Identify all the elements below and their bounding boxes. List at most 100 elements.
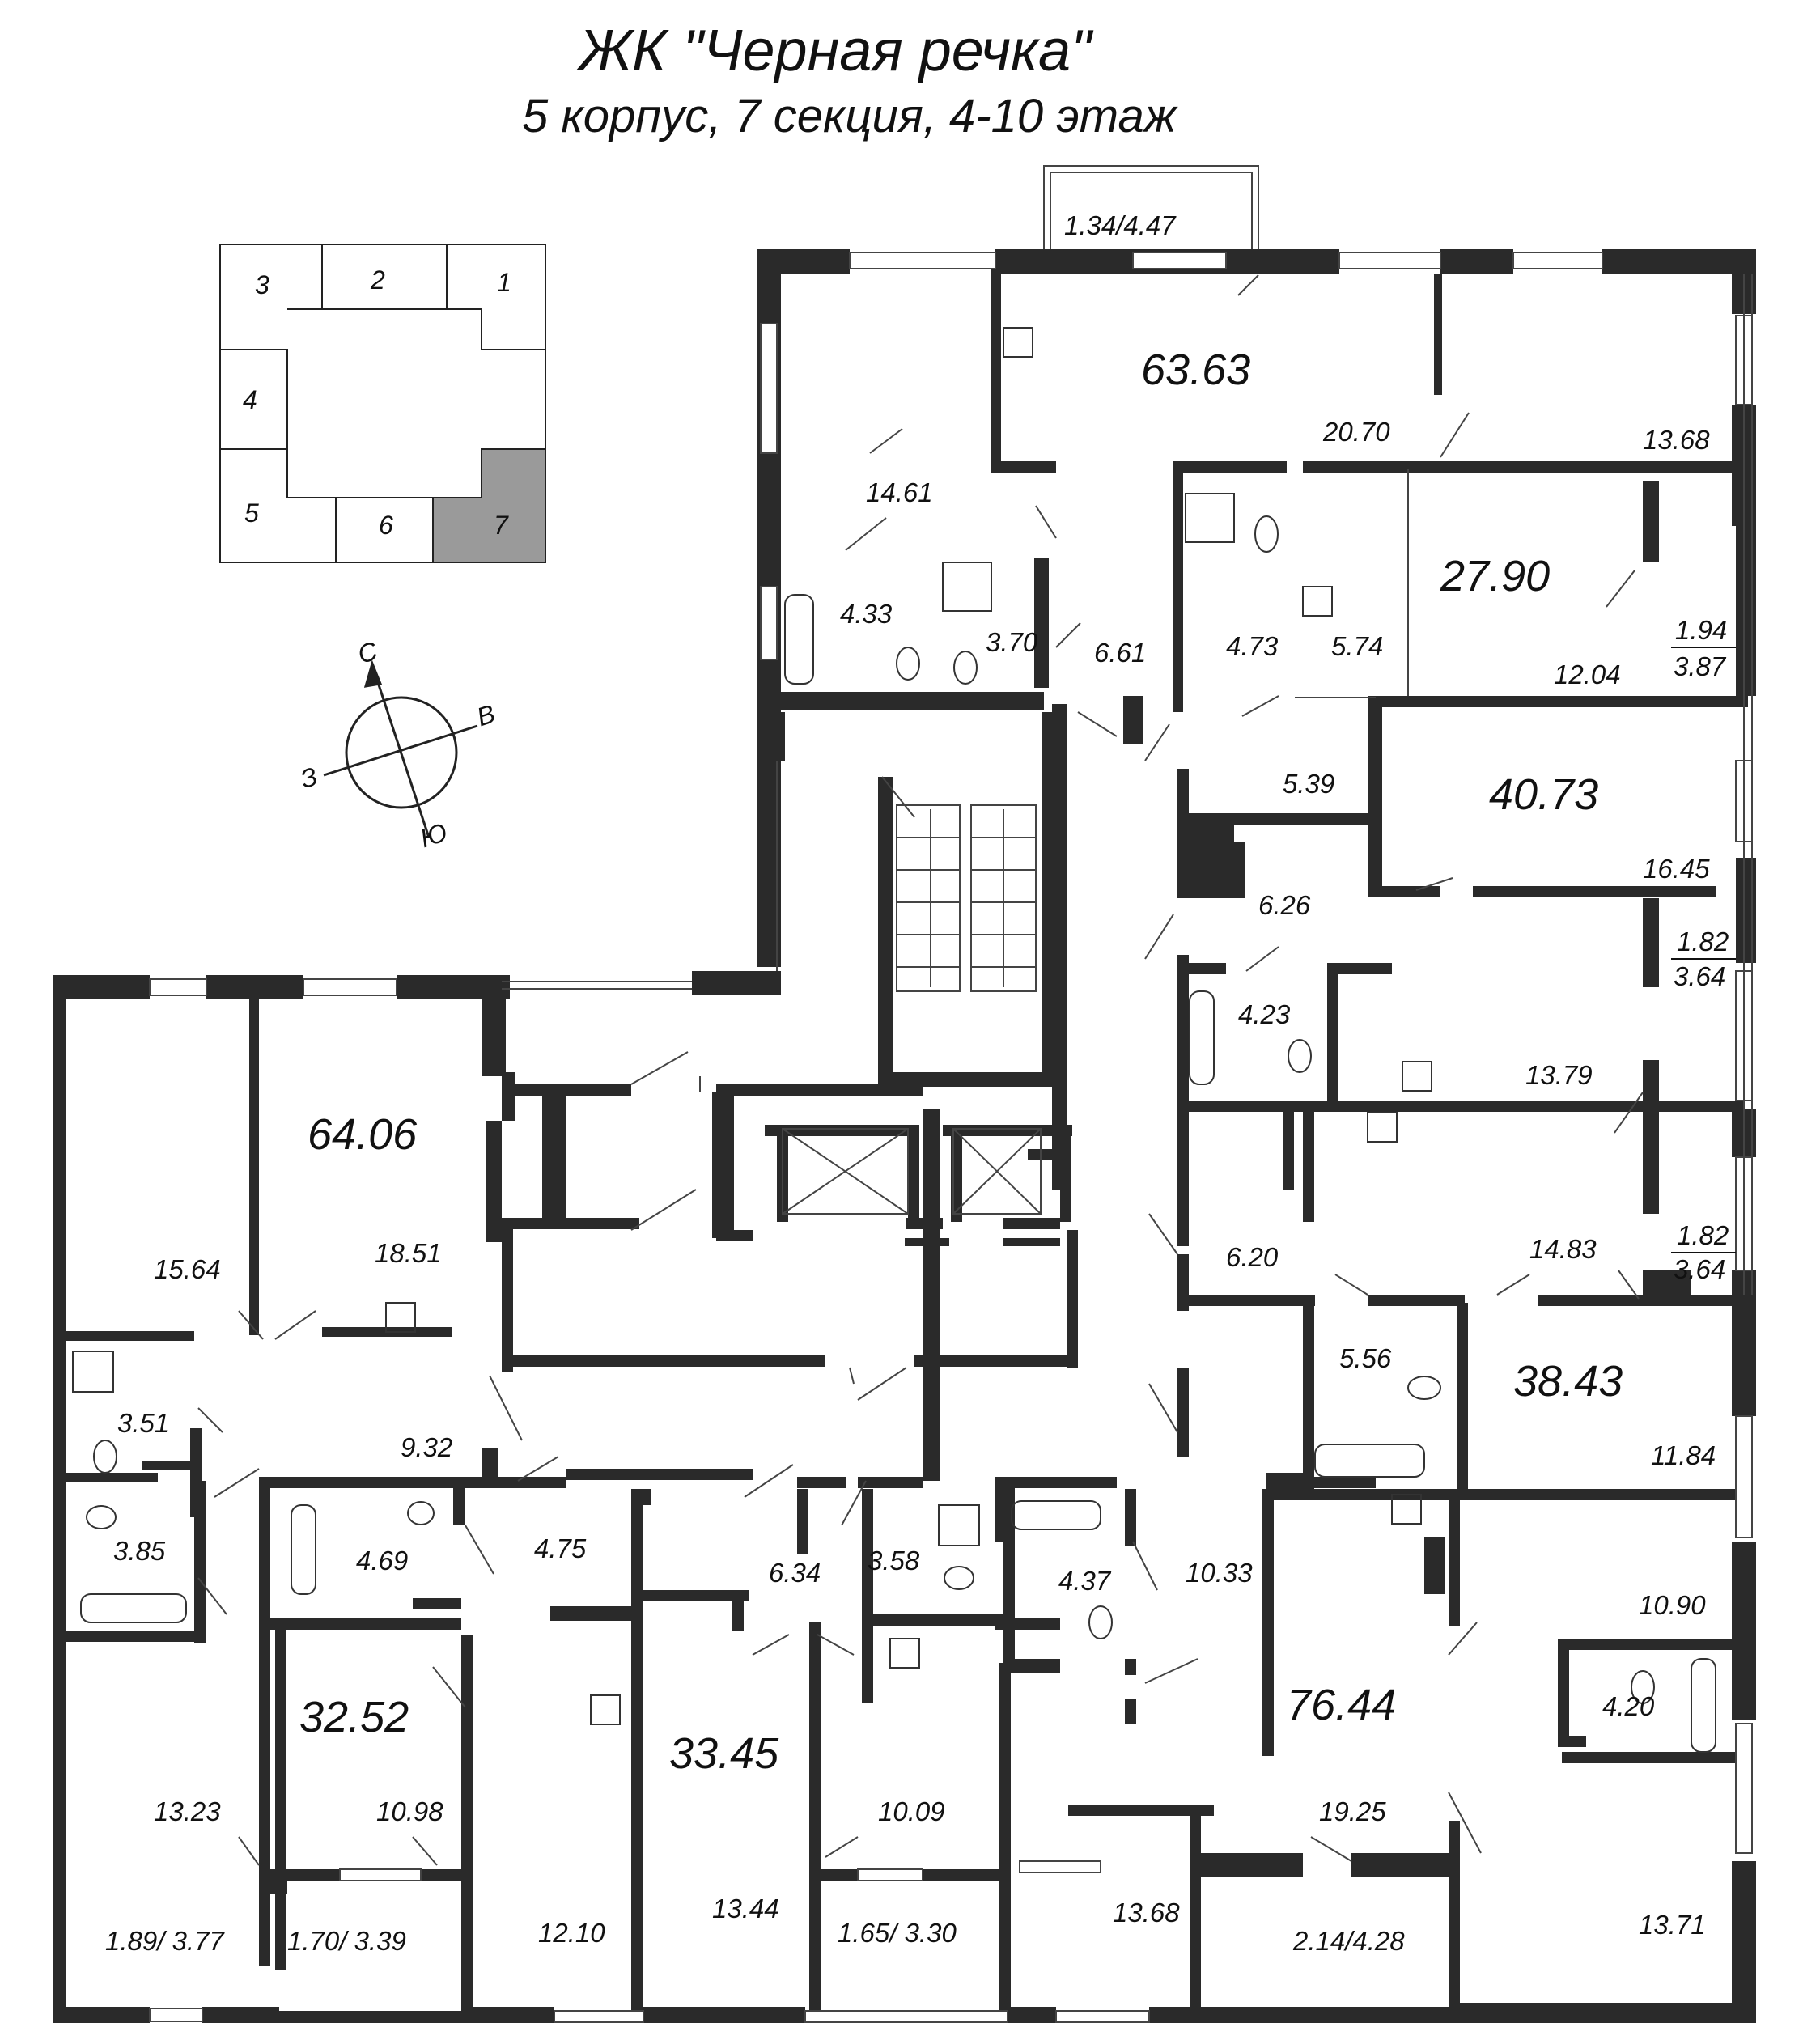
page-title: ЖК "Черная речка"	[579, 19, 1092, 83]
key-plan-section-6: 6	[379, 511, 393, 540]
toilet-icon	[86, 1505, 117, 1529]
key-plan	[219, 244, 546, 563]
toilet-icon	[93, 1440, 117, 1474]
thin-lines	[197, 165, 1753, 1866]
room-area: 6.34	[769, 1558, 821, 1588]
apartment-area: 27.90	[1440, 552, 1550, 600]
room-area: 4.75	[534, 1533, 587, 1563]
room-area: 12.10	[538, 1918, 605, 1948]
room-area: 4.69	[356, 1546, 408, 1576]
compass-north: С	[354, 635, 382, 669]
room-area: 3.87	[1674, 651, 1727, 681]
key-plan-section-3: 3	[255, 270, 269, 299]
key-plan-section-4: 4	[243, 385, 257, 414]
room-area: 3.64	[1674, 1254, 1725, 1284]
room-area: 5.56	[1339, 1343, 1392, 1373]
room-area: 13.68	[1643, 425, 1710, 455]
toilet-icon	[1288, 1039, 1312, 1073]
room-area: 4.73	[1226, 631, 1279, 661]
room-area: 4.23	[1238, 999, 1291, 1029]
stove-icon	[1367, 1112, 1398, 1143]
page-subtitle: 5 корпус, 7 секция, 4-10 этаж	[522, 90, 1177, 142]
room-area: 14.61	[866, 477, 933, 507]
room-area: 1.94	[1675, 615, 1727, 645]
stove-icon	[1402, 1061, 1432, 1092]
key-plan-section-5: 5	[244, 498, 259, 528]
room-area: 16.45	[1643, 854, 1710, 884]
room-area: 12.04	[1554, 659, 1621, 689]
apartment-area: 76.44	[1287, 1681, 1396, 1729]
room-area: 13.79	[1525, 1060, 1593, 1090]
room-area: 9.32	[401, 1432, 452, 1462]
room-area: 18.51	[375, 1238, 442, 1268]
shower-icon	[1185, 493, 1235, 543]
shower-icon	[72, 1351, 114, 1393]
bathtub-icon	[1011, 1500, 1101, 1530]
bathtub-icon	[80, 1593, 187, 1623]
fixtures	[72, 327, 1716, 1753]
room-area: 10.98	[376, 1796, 443, 1826]
apartment-area: 63.63	[1141, 346, 1250, 394]
room-area: 13.71	[1639, 1910, 1706, 1940]
room-area: 15.64	[154, 1254, 221, 1284]
room-area: 6.26	[1258, 890, 1311, 920]
room-area: 3.64	[1674, 961, 1725, 991]
room-areas: 1.34/4.47 20.70 13.68 14.61 4.33 3.70 6.…	[105, 210, 1736, 1956]
apartment-area: 33.45	[669, 1729, 779, 1778]
room-area: 3.58	[868, 1546, 920, 1576]
room-area: 13.68	[1113, 1898, 1180, 1928]
key-plan-section-2: 2	[370, 265, 385, 295]
room-area: 14.83	[1529, 1234, 1597, 1264]
apartment-area: 40.73	[1489, 770, 1598, 819]
apartment-area: 64.06	[308, 1110, 418, 1159]
room-area: 13.23	[154, 1796, 221, 1826]
room-area: 4.33	[840, 599, 893, 629]
room-area: 5.74	[1331, 631, 1383, 661]
room-area: 19.25	[1319, 1796, 1386, 1826]
room-area: 20.70	[1322, 417, 1390, 447]
apartment-area: 32.52	[299, 1693, 409, 1741]
toilet-icon	[944, 1566, 974, 1590]
room-area: 4.20	[1602, 1691, 1655, 1721]
room-area: 10.90	[1639, 1590, 1706, 1620]
apartment-area: 38.43	[1513, 1357, 1623, 1406]
room-area: 1.34/4.47	[1064, 210, 1177, 240]
bathtub-icon	[1189, 990, 1215, 1085]
toilet-icon	[1407, 1376, 1441, 1400]
stove-icon	[1003, 327, 1033, 358]
key-plan-section-7-label: 7	[494, 511, 509, 540]
toilet-icon	[407, 1501, 435, 1525]
stove-icon	[385, 1302, 416, 1333]
room-area: 3.70	[986, 627, 1038, 657]
toilet-icon	[953, 651, 978, 685]
room-area: 3.85	[113, 1536, 166, 1566]
key-plan-section-7	[432, 448, 546, 563]
toilet-icon	[1631, 1670, 1655, 1704]
room-area: 13.44	[712, 1894, 779, 1923]
bathtub-icon	[784, 594, 814, 685]
room-area: 6.20	[1226, 1242, 1279, 1272]
room-area: 11.84	[1651, 1440, 1716, 1470]
room-area: 2.14/4.28	[1292, 1926, 1405, 1956]
room-area: 3.51	[117, 1408, 169, 1438]
shower-icon	[938, 1504, 980, 1546]
compass-west: З	[297, 761, 321, 794]
bathtub-icon	[291, 1504, 316, 1595]
room-area: 1.82	[1677, 1220, 1729, 1250]
apartment-totals: 63.63 27.90 40.73 64.06 38.43 32.52 33.4…	[299, 346, 1623, 1778]
compass-south: Ю	[417, 817, 451, 853]
key-plan-section-1: 1	[497, 268, 511, 297]
room-area: 1.82	[1677, 927, 1729, 956]
toilet-icon	[896, 647, 920, 681]
bathtub-icon	[1691, 1658, 1716, 1753]
stove-icon	[1391, 1494, 1422, 1525]
bathtub-icon	[1314, 1444, 1425, 1478]
room-area: 1.70/ 3.39	[287, 1926, 406, 1956]
room-area: 6.61	[1094, 638, 1146, 668]
room-area: 4.37	[1058, 1566, 1112, 1596]
room-area: 1.89/ 3.77	[105, 1926, 225, 1956]
stove-icon	[590, 1694, 621, 1725]
room-area: 1.65/ 3.30	[838, 1918, 957, 1948]
stove-icon	[889, 1638, 920, 1669]
shower-icon	[942, 562, 992, 612]
